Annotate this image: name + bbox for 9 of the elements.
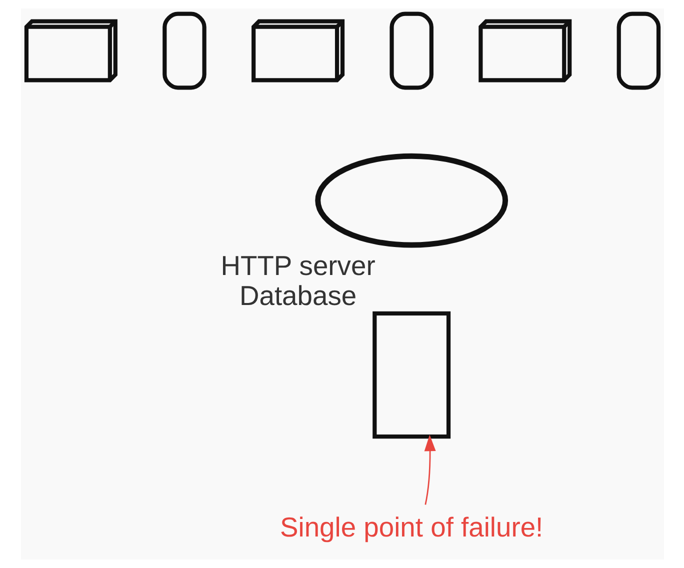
node-phone bbox=[616, 12, 660, 90]
node-cloud bbox=[314, 153, 508, 248]
node-text: Single point of failure! bbox=[280, 511, 543, 542]
node-label: Database bbox=[238, 280, 356, 312]
node-server bbox=[372, 311, 450, 439]
node-label: HTTP server bbox=[220, 250, 375, 282]
node-phone bbox=[162, 12, 206, 90]
arrow bbox=[424, 434, 436, 505]
node-phone bbox=[389, 12, 433, 90]
